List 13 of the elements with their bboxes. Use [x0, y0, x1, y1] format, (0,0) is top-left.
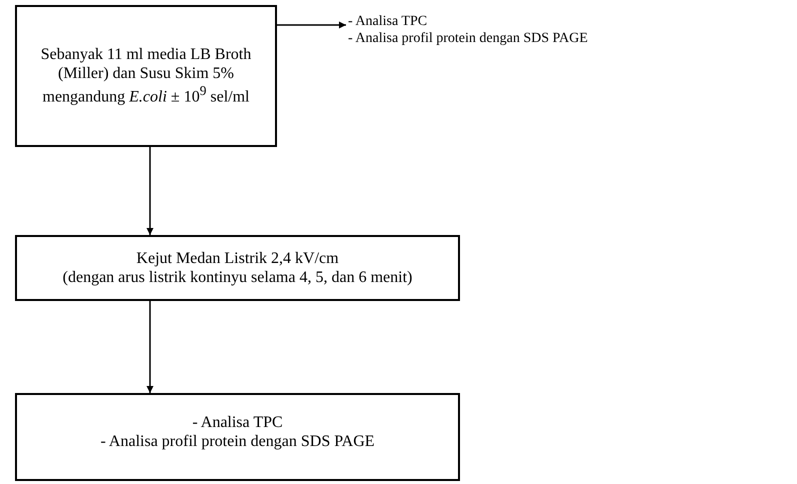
result-box	[15, 393, 460, 481]
arrow	[146, 147, 154, 235]
node-text: Sebanyak 11 ml media LB Broth (Miller) dan Susu Skim 5% mengandung E.coli ± 10$^{9}$ sel/ml	[40, 45, 252, 107]
node-text: Kejut Medan Listrik 2,4 kV/cm	[136, 248, 339, 268]
node-text: - Analisa profil protein dengan SDS PAGE	[348, 30, 588, 48]
node-text: (dengan arus listrik kontinyu selama 4, 5, dan 6 menit)	[62, 268, 412, 288]
process-box	[15, 5, 277, 147]
arrow	[277, 22, 346, 28]
process-box	[15, 235, 460, 301]
node-text: - Analisa TPC	[348, 12, 428, 30]
node-text: - Analisa profil protein dengan SDS PAGE	[100, 432, 375, 452]
node-text: - Analisa TPC	[192, 413, 283, 432]
arrow	[146, 301, 154, 393]
